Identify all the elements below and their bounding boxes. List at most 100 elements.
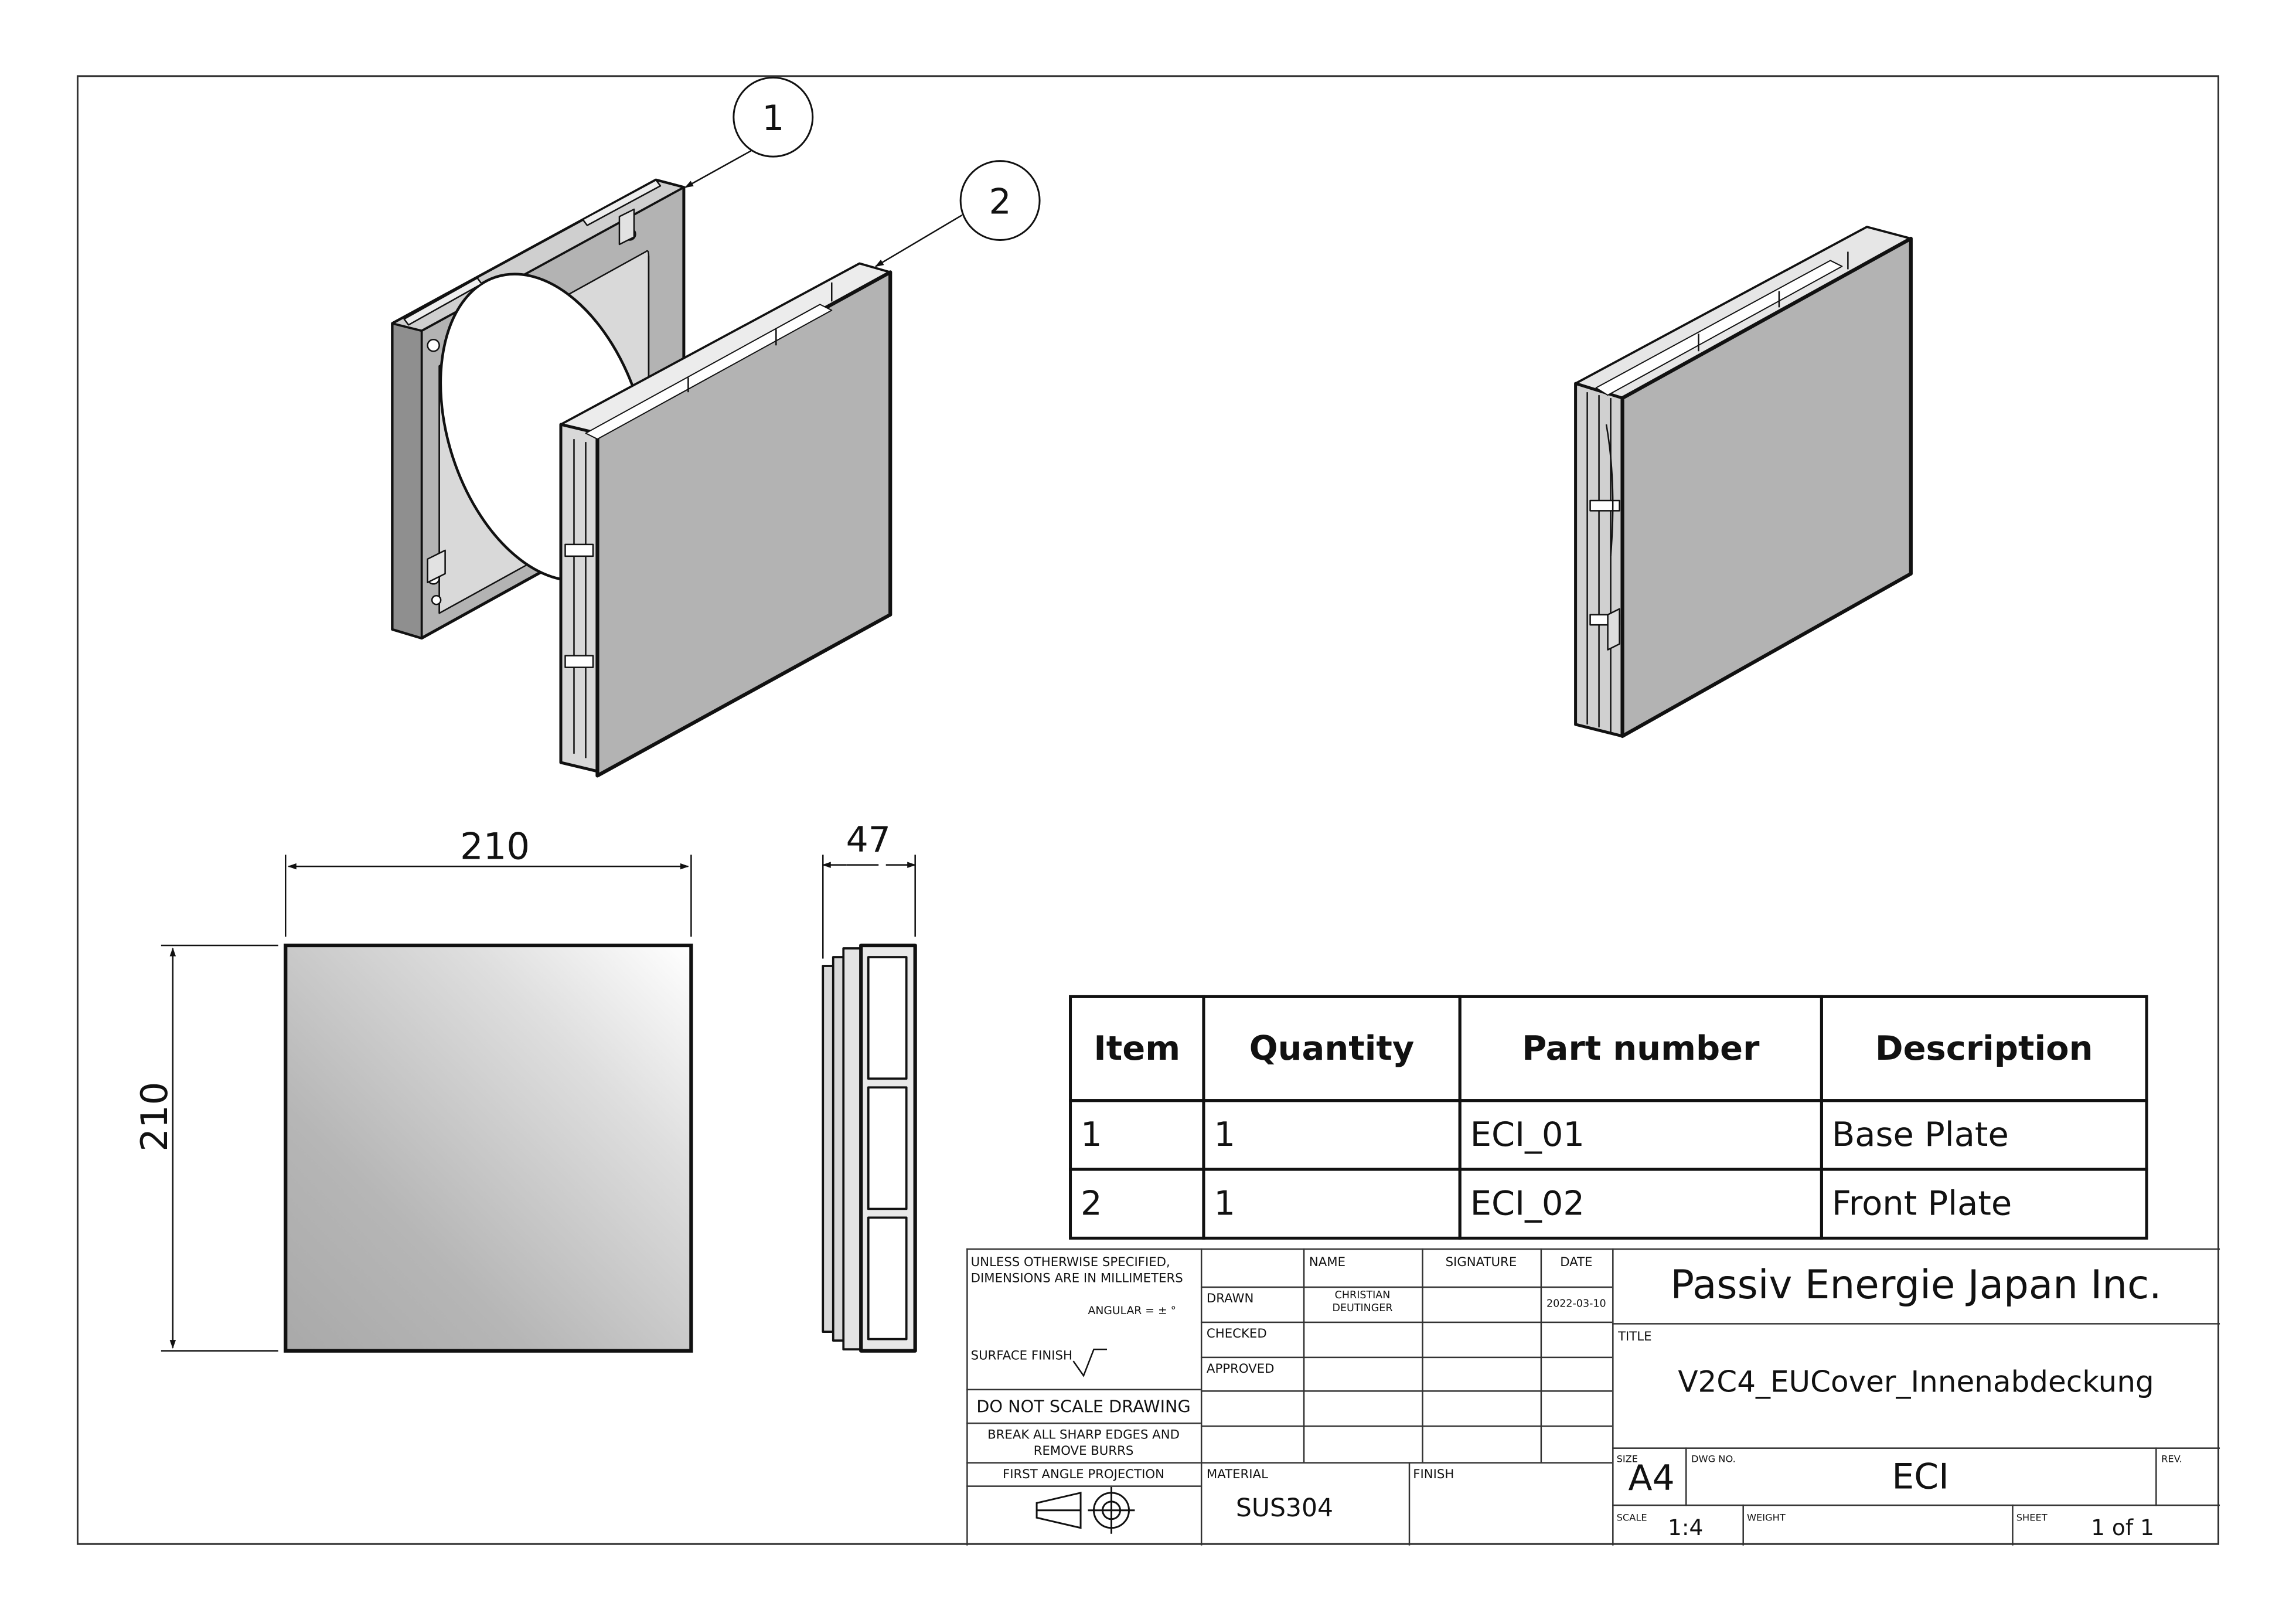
tb-size-label: SIZE [1616, 1453, 1638, 1465]
bom-header-quantity: Quantity [1202, 995, 1462, 1103]
tb-div-date-col [1540, 1248, 1542, 1462]
tb-div-row2 [1200, 1321, 1613, 1323]
tb-size-value: A4 [1628, 1457, 1675, 1499]
bom-row-2-part-number-text: ECI_02 [1470, 1185, 1585, 1223]
tb-div-row5 [1200, 1425, 1613, 1427]
bom-row-1-item-text: 1 [1081, 1115, 1102, 1154]
tb-do-not-scale: DO NOT SCALE DRAWING [976, 1396, 1191, 1417]
tb-col-signature: SIGNATURE [1445, 1255, 1517, 1271]
tb-drawn-name-2: DEUTINGER [1332, 1302, 1393, 1315]
tb-dwg-no-value: ECI [1892, 1456, 1949, 1498]
assembled-iso-view [1574, 226, 1913, 739]
tb-rev-label: REV. [2161, 1453, 2182, 1465]
tb-sheet-label: SHEET [2016, 1512, 2048, 1524]
tb-dwg-no-label: DWG NO. [1691, 1453, 1736, 1465]
bom-header-description-text: Description [1875, 1029, 2093, 1068]
front-ortho-view [284, 943, 693, 1353]
tb-div-row6 [1200, 1462, 1613, 1464]
tb-col-date: DATE [1560, 1255, 1593, 1271]
bom-row-1-quantity: 1 [1202, 1099, 1462, 1171]
dim-front-height [161, 944, 278, 1352]
tb-div-row3 [1200, 1356, 1613, 1359]
tb-checked-label: CHECKED [1206, 1327, 1267, 1342]
bom-table: Item Quantity Part number Description 1 … [1069, 995, 2148, 1240]
tb-surface-finish: SURFACE FINISH [970, 1349, 1072, 1365]
tb-div-proj-bottom [966, 1485, 1201, 1487]
tb-tolerance-note-2: DIMENSIONS ARE IN MILLIMETERS [970, 1271, 1183, 1287]
tb-div-surface-bottom [966, 1389, 1201, 1391]
dim-side-depth-label: 47 [846, 819, 891, 860]
bom-row-2-item-text: 2 [1081, 1185, 1102, 1223]
balloon-1-label: 1 [762, 98, 784, 139]
bom-row-1-part-number-text: ECI_01 [1470, 1115, 1585, 1154]
tb-div-row1 [1200, 1286, 1613, 1288]
bom-header-quantity-text: Quantity [1249, 1029, 1415, 1068]
tb-finish-label: FINISH [1413, 1468, 1454, 1483]
tb-div-title-bottom [1612, 1447, 2220, 1449]
bom-header-item-text: Item [1094, 1029, 1181, 1068]
bom-row-2-part-number: ECI_02 [1458, 1168, 1823, 1240]
tb-div-left-col [1200, 1248, 1202, 1546]
dim-front-height-label: 210 [133, 1082, 176, 1152]
bom-row-2-description: Front Plate [1820, 1168, 2148, 1240]
bom-row-2-item: 2 [1069, 1168, 1205, 1240]
balloon-1 [684, 76, 814, 188]
tb-drawn-date: 2022-03-10 [1546, 1298, 1606, 1310]
bom-row-2-quantity-text: 1 [1214, 1185, 1236, 1223]
bom-row-1-item: 1 [1069, 1099, 1205, 1171]
tb-div-scale-col [1742, 1504, 1744, 1546]
tb-projection: FIRST ANGLE PROJECTION [1003, 1468, 1165, 1483]
front-plate-iso [559, 262, 892, 778]
bom-row-2-description-text: Front Plate [1831, 1185, 2012, 1223]
tb-div-dns-bottom [966, 1422, 1201, 1424]
exploded-iso-view: 1 2 [391, 76, 1041, 778]
tb-div-break-bottom [966, 1462, 1201, 1464]
tb-div-weight-col [2012, 1504, 2014, 1546]
tb-col-name: NAME [1309, 1255, 1346, 1271]
tb-div-dwg-bottom [1612, 1504, 2220, 1506]
tb-div-size-col [1685, 1447, 1687, 1506]
bom-header-part-number-text: Part number [1522, 1029, 1760, 1068]
tb-div-right-block [1612, 1248, 1614, 1546]
surface-finish-icon [1072, 1348, 1108, 1377]
bom-row-1-part-number: ECI_01 [1458, 1099, 1823, 1171]
bom-row-1-quantity-text: 1 [1214, 1115, 1236, 1154]
tb-sheet-value: 1 of 1 [2091, 1515, 2154, 1542]
bom-header-description: Description [1820, 995, 2148, 1103]
tb-scale-value: 1:4 [1668, 1515, 1704, 1542]
sheet-border [76, 75, 2220, 1545]
balloon-2 [874, 160, 1041, 267]
bom-header-part-number: Part number [1458, 995, 1823, 1103]
tb-div-sig-col [1422, 1248, 1423, 1462]
tb-div-row4 [1200, 1390, 1613, 1392]
tb-title-value: V2C4_EUCover_Innenabdeckung [1678, 1364, 2154, 1400]
dim-side-depth [822, 855, 917, 959]
tb-frame-left [966, 1248, 969, 1546]
dim-front-width-label: 210 [460, 825, 530, 868]
title-block: UNLESS OTHERWISE SPECIFIED, DIMENSIONS A… [966, 1248, 2220, 1546]
tb-tolerance-note-1: UNLESS OTHERWISE SPECIFIED, [970, 1255, 1170, 1271]
bom-row-1-description: Base Plate [1820, 1099, 2148, 1171]
tb-drawn-label: DRAWN [1206, 1292, 1254, 1307]
bom-row-2-quantity: 1 [1202, 1168, 1462, 1240]
tb-angular: ANGULAR = ± ° [1088, 1304, 1177, 1318]
side-ortho-view [822, 943, 917, 1353]
tb-scale-label: SCALE [1616, 1512, 1647, 1524]
tb-div-name-col [1303, 1248, 1305, 1462]
tb-break-edges-1: BREAK ALL SHARP EDGES AND [987, 1428, 1180, 1443]
tb-div-company-bottom [1612, 1323, 2220, 1325]
tb-drawn-name-1: CHRISTIAN [1334, 1289, 1391, 1301]
bom-row-1-description-text: Base Plate [1831, 1115, 2009, 1154]
dim-front-width [284, 855, 692, 937]
tb-title-label: TITLE [1618, 1330, 1652, 1345]
tb-break-edges-2: REMOVE BURRS [1033, 1444, 1134, 1459]
tb-div-rev-col [2155, 1447, 2157, 1506]
tb-approved-label: APPROVED [1206, 1362, 1275, 1377]
tb-material-label: MATERIAL [1206, 1468, 1268, 1483]
balloon-2-label: 2 [989, 182, 1011, 223]
tb-weight-label: WEIGHT [1746, 1512, 1786, 1524]
tb-frame-top [966, 1248, 2220, 1250]
first-angle-projection-icon [1035, 1486, 1135, 1534]
